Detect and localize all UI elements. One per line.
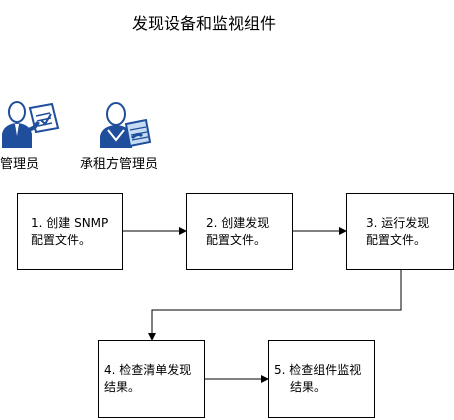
step-4-line-1: 4. 检查清单发现 xyxy=(104,363,192,377)
step-4-box: 4. 检查清单发现 结果。 xyxy=(98,340,205,418)
role-label-administrator: 管理员 xyxy=(0,157,40,172)
diagram-title: 发现设备和监视组件 xyxy=(131,14,276,33)
step-5-line-1: 5. 检查组件监视 xyxy=(274,363,362,377)
step-4-line-2: 结果。 xyxy=(104,380,141,394)
step-3-line-2: 配置文件。 xyxy=(366,232,427,247)
step-1-line-2: 配置文件。 xyxy=(31,232,92,247)
step-2-box: 2. 创建发现 配置文件。 xyxy=(186,193,293,270)
tenant-administrator-icon xyxy=(100,102,152,148)
arrow-step3-to-step4 xyxy=(148,270,402,341)
role-label-tenant-administrator: 承租方管理员 xyxy=(80,157,159,172)
administrator-icon xyxy=(2,101,60,148)
step-1-box: 1. 创建 SNMP 配置文件。 xyxy=(17,193,123,270)
step-2-line-1: 2. 创建发现 xyxy=(206,215,270,230)
step-2-line-2: 配置文件。 xyxy=(206,232,267,247)
step-1-line-1: 1. 创建 SNMP xyxy=(31,215,109,230)
step-3-box: 3. 运行发现 配置文件。 xyxy=(346,193,454,270)
step-3-line-1: 3. 运行发现 xyxy=(366,215,430,230)
step-5-line-2: 结果。 xyxy=(290,380,327,394)
step-5-box: 5. 检查组件监视 结果。 xyxy=(268,340,375,418)
